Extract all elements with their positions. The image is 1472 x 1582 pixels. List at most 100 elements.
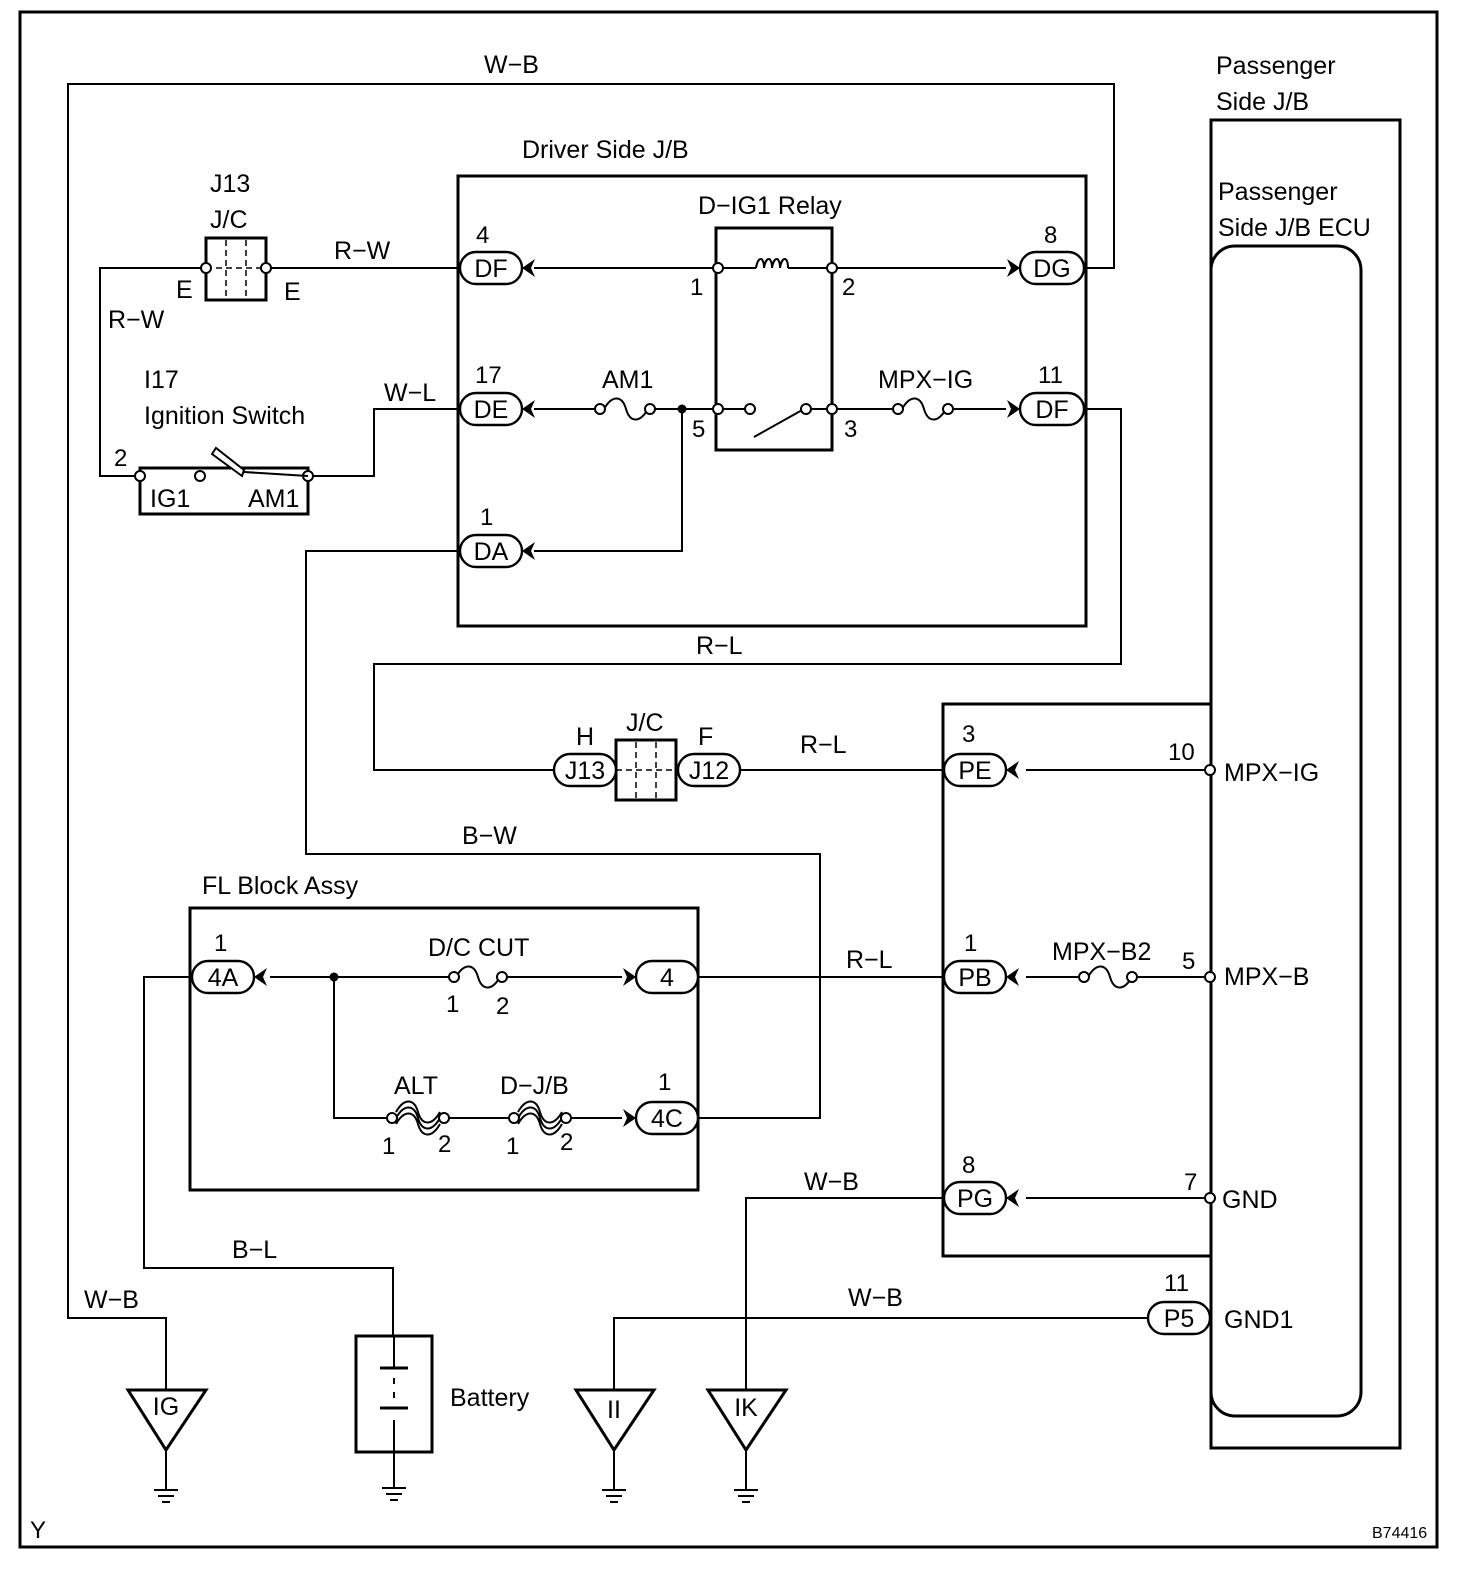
jc-mid-right-conn: J12: [689, 757, 729, 785]
wire-wb-pg: W−B: [804, 1168, 859, 1196]
connector-dg-num: 8: [1044, 222, 1057, 249]
alt-fusible-link-icon: [395, 1100, 441, 1136]
jc-middle: J13 J12 J/C H F: [552, 709, 742, 802]
ground-ig-label: IG: [153, 1393, 179, 1421]
jc-mid-type: J/C: [626, 709, 664, 737]
am1-fuse-icon: [603, 397, 649, 421]
d-jb-fusible-link-icon: [517, 1100, 563, 1136]
connector-pe: PE: [958, 757, 991, 785]
wire-rw-j13: R−W: [334, 237, 391, 265]
passenger-jb-title-2: Side J/B: [1216, 88, 1309, 116]
mpx-ig-fuse-label: MPX−IG: [878, 366, 973, 394]
relay-pin-2: 2: [842, 274, 855, 301]
connector-4a: 4A: [208, 964, 239, 992]
passenger-jb-title-1: Passenger: [1216, 52, 1336, 80]
relay-coil-icon: [755, 258, 789, 269]
corner-mark-left: Y: [30, 1517, 46, 1544]
j13-id: J13: [210, 170, 250, 198]
j13-type: J/C: [210, 206, 248, 234]
wire-wb-left: W−B: [84, 1286, 139, 1314]
relay-switch-icon: [753, 408, 805, 438]
outer-frame: [18, 10, 1439, 1549]
connector-4c: 4C: [651, 1105, 683, 1133]
wire-labels: W−B R−W R−W W−L R−L R−L B−W R−L W−B B−L …: [84, 51, 903, 1314]
d-ig1-relay: [714, 226, 834, 452]
wire-wl: W−L: [384, 379, 436, 407]
connector-df-right-num: 11: [1038, 362, 1063, 389]
d-jb-pin-1: 1: [506, 1133, 519, 1160]
j13-left-pin: E: [176, 276, 193, 304]
ground-ii-label: II: [607, 1396, 621, 1424]
dc-cut-label: D/C CUT: [428, 934, 529, 962]
ground-ii: II: [573, 1388, 657, 1503]
connector-df-top: DF: [474, 255, 507, 283]
dc-cut-pin-1: 1: [446, 991, 459, 1018]
connector-da-num: 1: [480, 504, 493, 531]
ignition-key-icon: [210, 446, 246, 478]
d-jb-label: D−J/B: [500, 1072, 569, 1100]
wire-bw: B−W: [462, 822, 517, 850]
wire-rl-jc: R−L: [800, 731, 847, 759]
relay-pin-1: 1: [690, 274, 703, 301]
ecu-pin-10: 10: [1168, 739, 1195, 766]
passenger-ecu-title-1: Passenger: [1218, 178, 1338, 206]
battery-symbol: Battery: [354, 1334, 530, 1501]
dc-cut-pin-2: 2: [496, 993, 509, 1020]
alt-pin-1: 1: [382, 1133, 395, 1160]
connector-pg-num: 8: [962, 1152, 975, 1179]
ecu-mpx-b: MPX−B: [1224, 963, 1309, 991]
connector-de-num: 17: [475, 362, 502, 389]
wire-rl-fl: R−L: [846, 946, 893, 974]
connector-4c-num: 1: [658, 1069, 671, 1096]
wire-wb-top: W−B: [484, 51, 539, 79]
jc-mid-left-letter: H: [576, 723, 594, 751]
mpx-ig-fuse-icon: [901, 397, 947, 421]
passenger-side-jb: Passenger Side J/B Passenger Side J/B EC…: [941, 52, 1402, 1450]
d-jb-pin-2: 2: [560, 1129, 573, 1156]
connector-dg: DG: [1033, 255, 1071, 283]
mpx-b2-fuse-label: MPX−B2: [1052, 938, 1151, 966]
ignition-pin: 2: [114, 445, 127, 472]
wire-wb-p5: W−B: [848, 1284, 903, 1312]
jc-mid-right-letter: F: [698, 723, 713, 751]
dc-cut-fuse-icon: [455, 965, 501, 989]
ignition-id: I17: [144, 366, 179, 394]
wire-rl-top: R−L: [696, 632, 743, 660]
connector-pb: PB: [958, 964, 991, 992]
ecu-pin-7: 7: [1184, 1169, 1197, 1196]
figure-code: B74416: [1372, 1525, 1427, 1542]
wires: [67, 83, 1148, 1390]
ignition-ig1: IG1: [150, 485, 190, 513]
ecu-gnd: GND: [1222, 1186, 1278, 1214]
ignition-am1: AM1: [248, 485, 299, 513]
alt-pin-2: 2: [438, 1131, 451, 1158]
ground-ig: IG: [125, 1388, 209, 1503]
ignition-name: Ignition Switch: [144, 402, 305, 430]
ecu-pin-5: 5: [1182, 948, 1195, 975]
connector-df-top-num: 4: [476, 222, 489, 249]
wire-bl: B−L: [232, 1236, 277, 1264]
connector-p5-num: 11: [1164, 1270, 1189, 1297]
mpx-b2-fuse-icon: [1087, 965, 1133, 989]
driver-side-jb: Driver Side J/B D−IG1 Relay 1 2 5 3 AM1: [456, 136, 1088, 628]
fl-block-title: FL Block Assy: [202, 872, 359, 900]
connector-4: 4: [660, 964, 674, 992]
ignition-switch: I17 Ignition Switch 2 IG1 AM1: [114, 366, 314, 516]
fl-block-assy: FL Block Assy 4A 1 4 4C 1 D/C CUT 1 2 AL: [188, 872, 700, 1192]
driver-jb-title: Driver Side J/B: [522, 136, 689, 164]
relay-pin-5: 5: [692, 416, 705, 443]
passenger-ecu-title-2: Side J/B ECU: [1218, 214, 1371, 242]
relay-title: D−IG1 Relay: [698, 192, 842, 220]
connector-da: DA: [474, 538, 509, 566]
battery-label: Battery: [450, 1384, 530, 1412]
connector-4a-num: 1: [214, 930, 227, 957]
jc-mid-left-conn: J13: [565, 757, 605, 785]
am1-fuse-label: AM1: [602, 366, 653, 394]
relay-pin-3: 3: [844, 416, 857, 443]
connector-pg: PG: [957, 1185, 993, 1213]
connector-pe-num: 3: [962, 721, 975, 748]
connector-p5: P5: [1164, 1305, 1195, 1333]
connector-pb-num: 1: [964, 930, 977, 957]
alt-label: ALT: [394, 1072, 438, 1100]
ground-ik-label: IK: [734, 1394, 758, 1422]
